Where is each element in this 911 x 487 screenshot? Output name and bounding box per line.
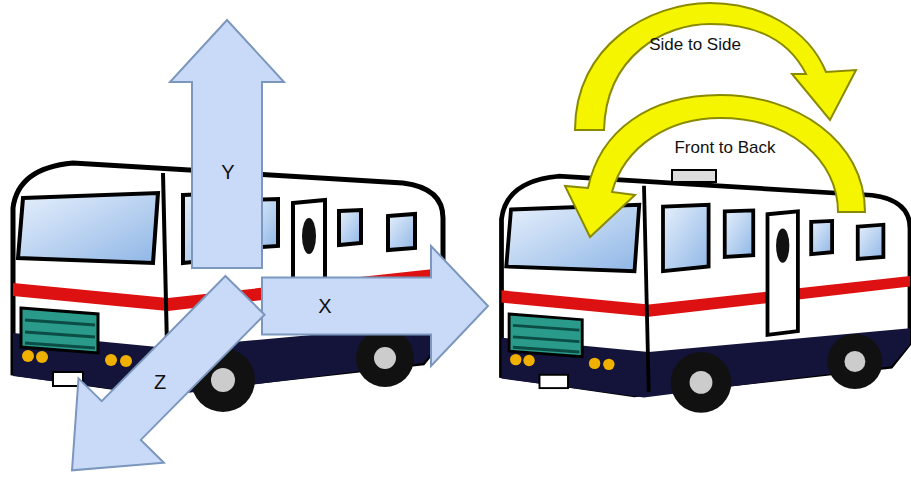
arrow-outline [170, 20, 284, 268]
arrow-shape [69, 273, 268, 473]
motion-label: Front to Back [674, 138, 775, 158]
arrow-shape [167, 17, 287, 271]
axis-label: Y [221, 161, 234, 184]
arrow-outline [262, 246, 488, 366]
axis-arrow: X [259, 243, 491, 369]
roof-unit [672, 170, 716, 182]
arrow-outline [72, 276, 265, 470]
front-to-back-arrow [565, 95, 865, 237]
axis-arrow: Y [167, 17, 287, 271]
axis-label: X [318, 295, 331, 318]
axis-arrow: Z [69, 273, 268, 473]
motion-label: Side to Side [649, 35, 741, 55]
axis-label: Z [154, 370, 166, 393]
arrow-shape [259, 243, 491, 369]
